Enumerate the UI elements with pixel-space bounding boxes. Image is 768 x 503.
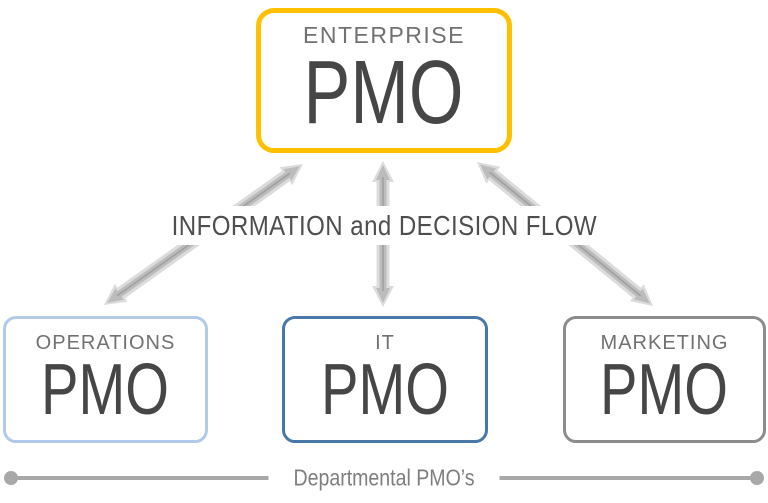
departmental-pmos-bracket-label: Departmental PMO’s [268, 463, 500, 493]
marketing-pmo-box: MARKETING PMO [563, 316, 766, 443]
enterprise-box-title: PMO [304, 43, 464, 144]
departmental-pmos-label-text: Departmental PMO’s [293, 464, 475, 491]
operations-pmo-box: OPERATIONS PMO [3, 316, 208, 443]
enterprise-box-department-label: ENTERPRISE [303, 21, 465, 48]
marketing-box-department-label: MARKETING [600, 331, 729, 354]
it-pmo-box: IT PMO [282, 316, 488, 443]
it-box-title: PMO [321, 349, 449, 430]
information-decision-flow-band: INFORMATION and DECISION FLOW [0, 206, 768, 245]
flow-band-label: INFORMATION and DECISION FLOW [171, 209, 597, 241]
enterprise-pmo-box: ENTERPRISE PMO [256, 8, 512, 153]
it-box-department-label: IT [375, 331, 395, 354]
operations-box-title: PMO [41, 349, 170, 430]
marketing-box-title: PMO [600, 349, 729, 430]
operations-box-department-label: OPERATIONS [35, 331, 176, 354]
